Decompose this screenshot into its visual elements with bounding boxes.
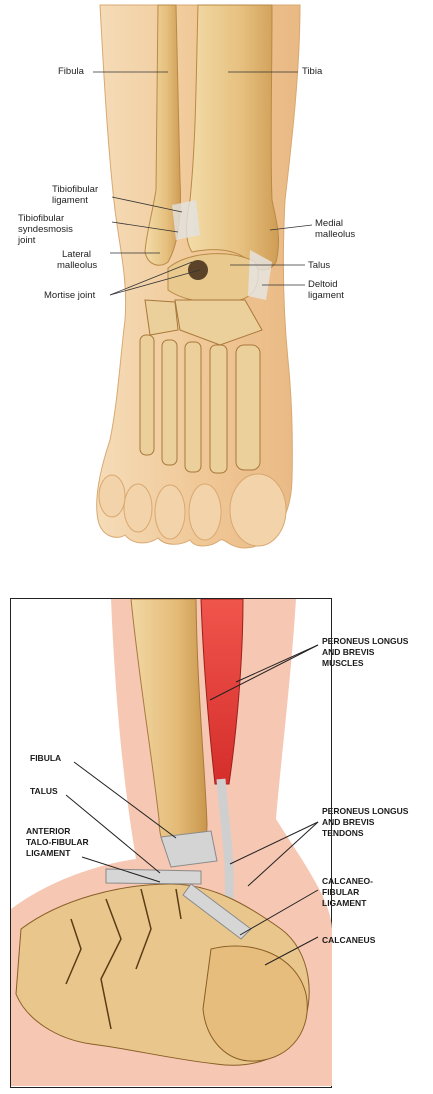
label-cfl-1: CALCANEO- [322, 876, 373, 887]
label-peroneus-muscles-2: AND BREVIS [322, 647, 374, 658]
label-peroneus-tendons-3: TENDONS [322, 828, 364, 839]
label-atfl-1: ANTERIOR [26, 826, 70, 837]
label-calcaneus: CALCANEUS [322, 935, 375, 946]
label-fibula-bottom: FIBULA [30, 753, 61, 764]
label-peroneus-tendons-2: AND BREVIS [322, 817, 374, 828]
label-peroneus-muscles-3: MUSCLES [322, 658, 364, 669]
label-cfl-2: FIBULAR [322, 887, 359, 898]
label-peroneus-tendons-1: PERONEUS LONGUS [322, 806, 408, 817]
label-atfl-3: LIGAMENT [26, 848, 70, 859]
label-atfl-2: TALO-FIBULAR [26, 837, 89, 848]
label-cfl-3: LIGAMENT [322, 898, 366, 909]
label-talus-bottom: TALUS [30, 786, 58, 797]
label-peroneus-muscles-1: PERONEUS LONGUS [322, 636, 408, 647]
